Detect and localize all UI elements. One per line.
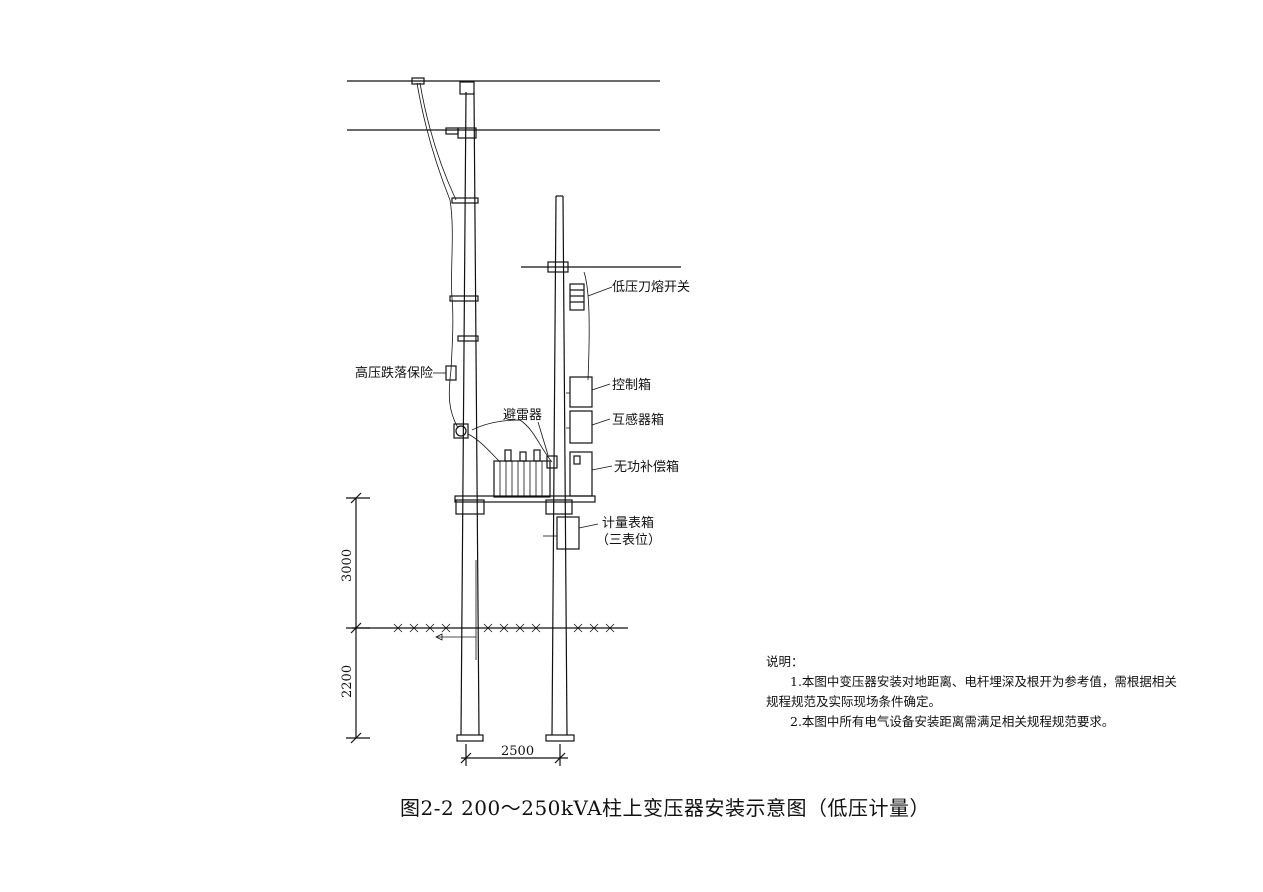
note-item-1: 1.本图中变压器安装对地距离、电杆埋深及根开为参考值，需根据相关规程规范及实际现… (766, 674, 1177, 709)
dim-height-above-ground: 3000 (340, 549, 355, 582)
lv-knife-fuse-switch (569, 271, 590, 381)
reactive-compensation-box (569, 451, 593, 497)
horizontal-dimension (460, 744, 568, 766)
right-pole (545, 195, 575, 742)
label-ct-box: 互感器箱 (612, 412, 664, 428)
transformer (493, 449, 551, 498)
label-hv-fuse: 高压跌落保险 (355, 365, 433, 381)
notes-block: 说明： 1.本图中变压器安装对地距离、电杆埋深及根开为参考值，需根据相关规程规范… (766, 652, 1186, 732)
label-lv-switch: 低压刀熔开关 (612, 280, 690, 295)
label-reactive-box: 无功补偿箱 (614, 459, 679, 475)
vertical-dimension (346, 492, 370, 744)
transformer-platform (454, 495, 596, 503)
dim-depth-below-ground: 2200 (340, 665, 355, 698)
label-meter-box-line2: （三表位） (596, 533, 661, 548)
ct-box (566, 410, 593, 444)
hv-drop-lead (416, 82, 459, 429)
label-meter-box-line1: 计量表箱 (602, 515, 654, 531)
arrester (546, 455, 558, 469)
control-box (566, 376, 593, 408)
figure-caption: 图2-2 200～250kVA柱上变压器安装示意图（低压计量） (400, 796, 931, 820)
ground-line (352, 560, 628, 660)
meter-box (543, 516, 580, 550)
note-item-2: 2.本图中所有电气设备安装距离需满足相关规程规范要求。 (790, 714, 1115, 729)
label-arrester: 避雷器 (503, 408, 542, 423)
dim-pole-spacing: 2500 (501, 744, 534, 759)
notes-heading: 说明： (766, 654, 804, 669)
label-control-box: 控制箱 (612, 377, 651, 393)
